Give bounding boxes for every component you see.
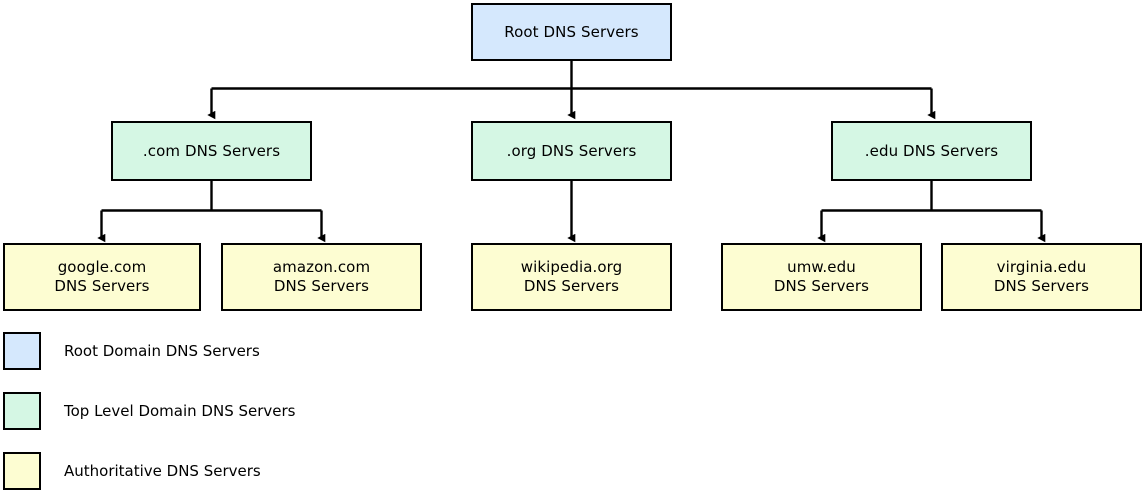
node-amazon-com-dns-servers[interactable]: amazon.com DNS Servers — [221, 243, 422, 311]
node-edu-dns-servers[interactable]: .edu DNS Servers — [831, 121, 1032, 181]
node-umw-edu-dns-servers[interactable]: umw.edu DNS Servers — [721, 243, 922, 311]
legend-label: Root Domain DNS Servers — [64, 341, 260, 360]
node-label: .org DNS Servers — [506, 141, 637, 160]
legend-swatch-authoritative-icon — [3, 452, 41, 490]
node-label: .edu DNS Servers — [864, 141, 999, 160]
legend-swatch-tld-icon — [3, 392, 41, 430]
node-google-com-dns-servers[interactable]: google.com DNS Servers — [3, 243, 201, 311]
node-label: Root DNS Servers — [504, 22, 639, 41]
node-label: google.com DNS Servers — [54, 258, 150, 295]
legend-label: Authoritative DNS Servers — [64, 461, 261, 480]
node-virginia-edu-dns-servers[interactable]: virginia.edu DNS Servers — [941, 243, 1142, 311]
node-org-dns-servers[interactable]: .org DNS Servers — [471, 121, 672, 181]
legend-item-root-domain: Root Domain DNS Servers — [3, 332, 260, 370]
node-label: umw.edu DNS Servers — [773, 258, 870, 295]
legend-item-authoritative: Authoritative DNS Servers — [3, 452, 261, 490]
node-wikipedia-org-dns-servers[interactable]: wikipedia.org DNS Servers — [471, 243, 672, 311]
node-label: amazon.com DNS Servers — [272, 258, 371, 295]
node-label: .com DNS Servers — [142, 141, 281, 160]
legend-item-top-level-domain: Top Level Domain DNS Servers — [3, 392, 295, 430]
node-com-dns-servers[interactable]: .com DNS Servers — [111, 121, 312, 181]
node-root-dns-servers[interactable]: Root DNS Servers — [471, 3, 672, 61]
node-label: wikipedia.org DNS Servers — [520, 258, 623, 295]
legend-swatch-root-icon — [3, 332, 41, 370]
legend-label: Top Level Domain DNS Servers — [64, 401, 296, 420]
node-label: virginia.edu DNS Servers — [993, 258, 1090, 295]
